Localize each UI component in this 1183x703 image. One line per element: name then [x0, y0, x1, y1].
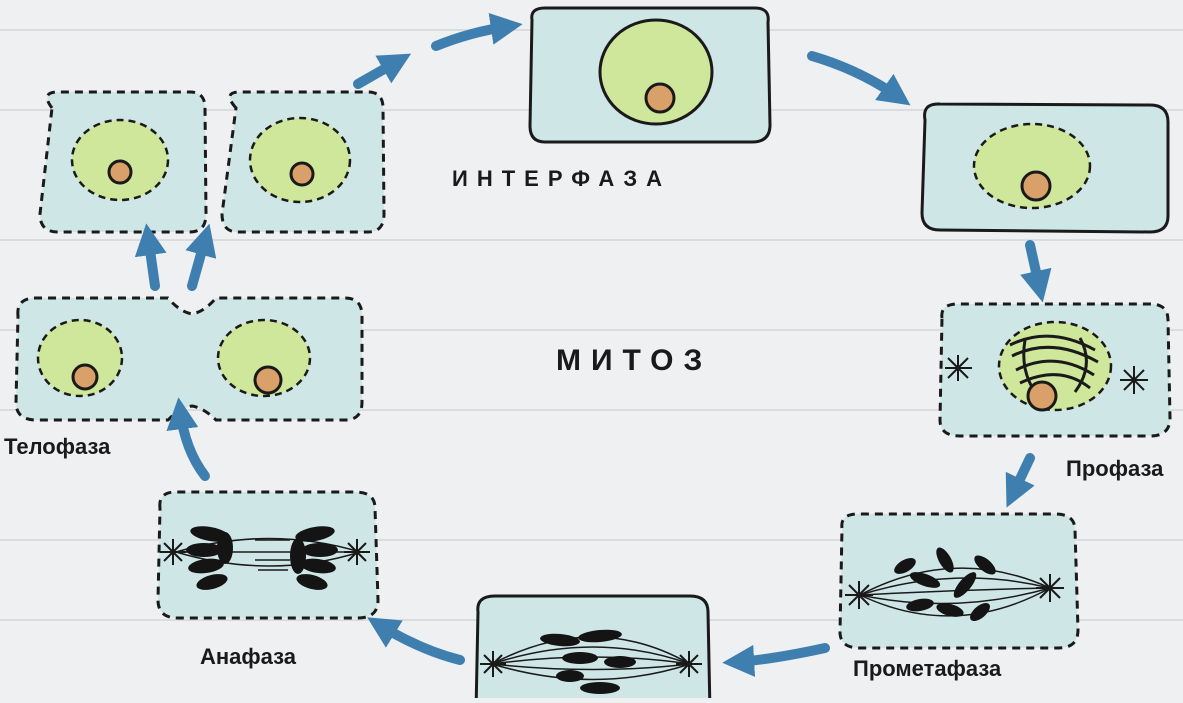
arrow-anaphase-to-telophase — [166, 397, 210, 481]
nucleolus — [1020, 170, 1052, 202]
arrow-interphase-to-prophase — [1020, 240, 1052, 303]
nucleolus — [289, 161, 315, 187]
prometaphase-label: Прометафаза — [853, 656, 1002, 681]
interphase-cell-top — [528, 6, 772, 144]
nucleolus — [1026, 380, 1058, 412]
arrow-interphase-to-growth — [807, 51, 911, 106]
centrosome-right — [1036, 574, 1064, 602]
centrosome-right — [1120, 366, 1148, 394]
interphase-cell-right — [920, 102, 1170, 234]
nucleolus — [71, 363, 99, 391]
arrow-daughter-to-interphase — [353, 53, 412, 89]
metaphase-cell — [474, 594, 712, 703]
arrow-telophase-to-daughter-right — [185, 223, 217, 291]
arrow-prometaphase-to-metaphase — [722, 643, 830, 677]
nucleolus — [644, 82, 676, 114]
chromosomes — [540, 629, 636, 694]
nucleolus — [253, 365, 283, 395]
daughter-cell-left — [38, 90, 208, 234]
nucleolus — [107, 159, 133, 185]
chromosomes — [186, 526, 338, 590]
interphase-label: ИНТЕРФАЗА — [452, 166, 671, 191]
anaphase-cell — [156, 490, 380, 620]
chromosomes — [894, 547, 996, 621]
centrosome-left — [160, 539, 186, 565]
cycle-arrows — [134, 13, 1052, 677]
centrosome-right — [676, 651, 702, 677]
arrow-metaphase-to-anaphase — [367, 617, 465, 665]
daughter-cell-right — [220, 90, 386, 234]
anaphase-label: Анафаза — [200, 644, 297, 669]
telophase-label: Телофаза — [4, 434, 111, 459]
centrosome-left — [945, 355, 972, 381]
centrosome-right — [344, 539, 370, 565]
prometaphase-cell — [838, 512, 1080, 650]
mitosis-label: МИТОЗ — [556, 344, 713, 377]
arrow-prophase-to-prometaphase — [1005, 453, 1035, 508]
prophase-label: Профаза — [1066, 456, 1164, 481]
arrow-interphase-entry — [431, 13, 523, 51]
centrosome-left — [480, 651, 506, 677]
centrosome-left — [845, 581, 873, 609]
arrow-telophase-to-daughter-left — [134, 223, 167, 291]
prophase-cell — [938, 302, 1172, 438]
telophase-cell — [14, 296, 364, 422]
